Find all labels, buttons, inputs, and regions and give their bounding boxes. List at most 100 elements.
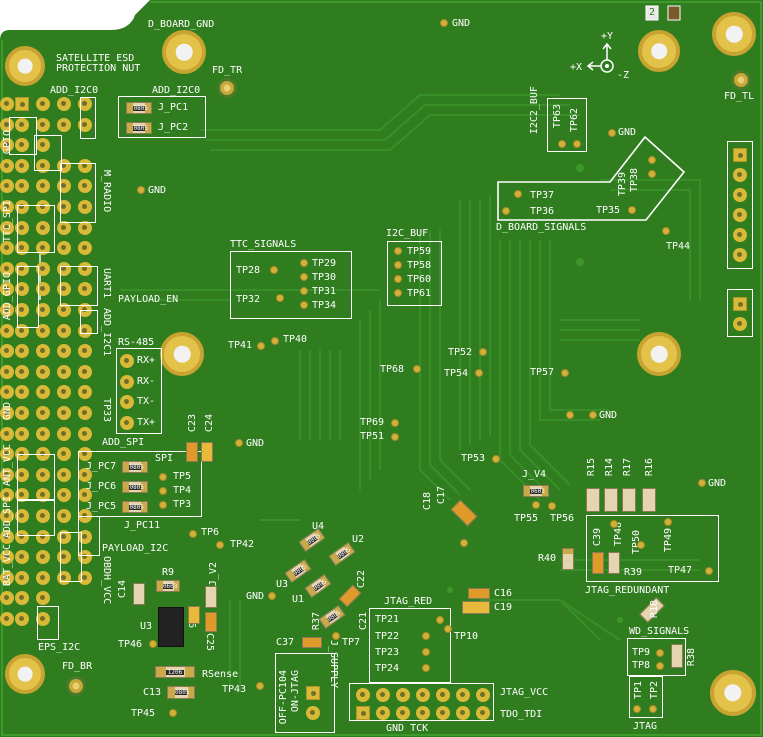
tp30-label: TP30 [312, 272, 337, 283]
j-v2-label: J_V2 [208, 562, 219, 587]
j-supply-pin-2 [306, 706, 320, 720]
header-pin [78, 220, 92, 235]
axis-z-label: -Z [617, 70, 630, 81]
tp60 [394, 275, 402, 283]
header-pin [36, 138, 50, 153]
tp9-label: TP9 [632, 647, 651, 658]
tp45-label: TP45 [131, 708, 156, 719]
gnd-left-label: GND [2, 402, 13, 421]
header-pin [0, 261, 14, 276]
tp9 [656, 649, 664, 657]
m-radio-label: M_RADIO [101, 170, 112, 213]
u3-label-small: U3 [276, 579, 289, 590]
u2-label: U2 [352, 534, 365, 545]
tp61 [394, 289, 402, 297]
header-pin [15, 261, 29, 276]
c26-capacitor [188, 606, 200, 624]
header-pin [78, 364, 92, 379]
r40-label: R40 [538, 553, 557, 564]
obdh-vcc-box [60, 532, 82, 582]
header-pin [15, 117, 29, 132]
header-pin [15, 406, 29, 420]
mounting-hole-top-right [712, 12, 756, 56]
tp58-label: TP58 [407, 260, 432, 271]
header-pin [36, 406, 50, 420]
header-pin [78, 158, 92, 173]
header-pin [15, 570, 29, 585]
tp68-label: TP68 [380, 364, 405, 375]
gnd-tp-3 [268, 592, 276, 600]
header-pin [0, 138, 14, 153]
jtag-pin [376, 688, 390, 702]
header-pin [36, 612, 50, 626]
right-header-pin [733, 228, 747, 242]
header-pin [36, 550, 50, 565]
j-pc5-resistor: 0805 [122, 501, 148, 513]
tp33-label: TP33 [101, 398, 112, 423]
tp5 [159, 473, 167, 481]
c13-capacitor: 0805 [167, 686, 195, 699]
header-pin [0, 117, 14, 132]
version-mark: 2 [649, 7, 656, 18]
jtag-pin [416, 688, 430, 702]
d-board-signals-label: D_BOARD_SIGNALS [496, 222, 587, 233]
header-pin [36, 426, 50, 441]
header-pin [15, 550, 29, 565]
header-pin [36, 241, 50, 256]
satellite-nut-line1: SATELLITE ESD [56, 53, 135, 64]
tp69-label: TP69 [360, 417, 385, 428]
header-pin [15, 612, 29, 626]
fd-tl-label: FD_TL [724, 91, 755, 102]
header-pin [36, 282, 50, 297]
m-radio-box-b [60, 163, 96, 223]
gnd-tp-1 [137, 186, 145, 194]
header-pin [78, 282, 92, 297]
j-pc2-resistor: 0805 [126, 122, 152, 134]
j-pc6-resistor: 0805 [122, 481, 148, 493]
right-header-small-box [727, 289, 753, 337]
right-header-pin [733, 248, 747, 262]
tp23-label: TP23 [375, 647, 400, 658]
tp58 [394, 261, 402, 269]
j-pc11-label: J_PC11 [124, 520, 161, 531]
ttc-spi-label: TTC_SPI [2, 200, 13, 243]
u4-label: U4 [312, 521, 325, 532]
tp37-label: TP37 [530, 190, 555, 201]
r18-label: R18 [649, 600, 660, 619]
add-i2c0-label-right: ADD_I2C0 [152, 85, 201, 96]
tp2 [649, 705, 657, 713]
tp23 [422, 648, 430, 656]
tp31-label: TP31 [312, 286, 337, 297]
header-pin [78, 241, 92, 256]
header-pin [36, 529, 50, 544]
gnd-test-point-top [440, 19, 448, 27]
tp28 [270, 266, 278, 274]
gnd-label-top: GND [452, 18, 471, 29]
jtag-pin [376, 706, 390, 720]
c19-label: C19 [494, 602, 513, 613]
header-pin [15, 179, 29, 194]
tp59 [394, 247, 402, 255]
header-pin [15, 97, 29, 111]
mounting-hole-middle-left [160, 332, 204, 376]
gnd-tp-2 [235, 439, 243, 447]
wd-signals-label: WD_SIGNALS [629, 626, 690, 637]
header-pin [0, 447, 14, 462]
tx-plus-label: TX+ [137, 417, 156, 428]
rs485-box [116, 348, 162, 434]
add-spi-top-label: ADD_SPI [102, 437, 145, 448]
right-header-pin [733, 188, 747, 202]
i2c-buf-box [387, 241, 442, 306]
tp46-label: TP46 [118, 639, 143, 650]
tp44 [662, 227, 670, 235]
header-pin [78, 488, 92, 503]
c22-label: C22 [356, 570, 367, 589]
tp49 [664, 518, 672, 526]
header-pin [78, 344, 92, 359]
tp38 [648, 170, 656, 178]
tp62 [573, 140, 581, 148]
tp49-label: TP49 [663, 528, 674, 553]
header-pin [78, 261, 92, 276]
tp36-label: TP36 [530, 206, 555, 217]
header-pin [15, 241, 29, 256]
